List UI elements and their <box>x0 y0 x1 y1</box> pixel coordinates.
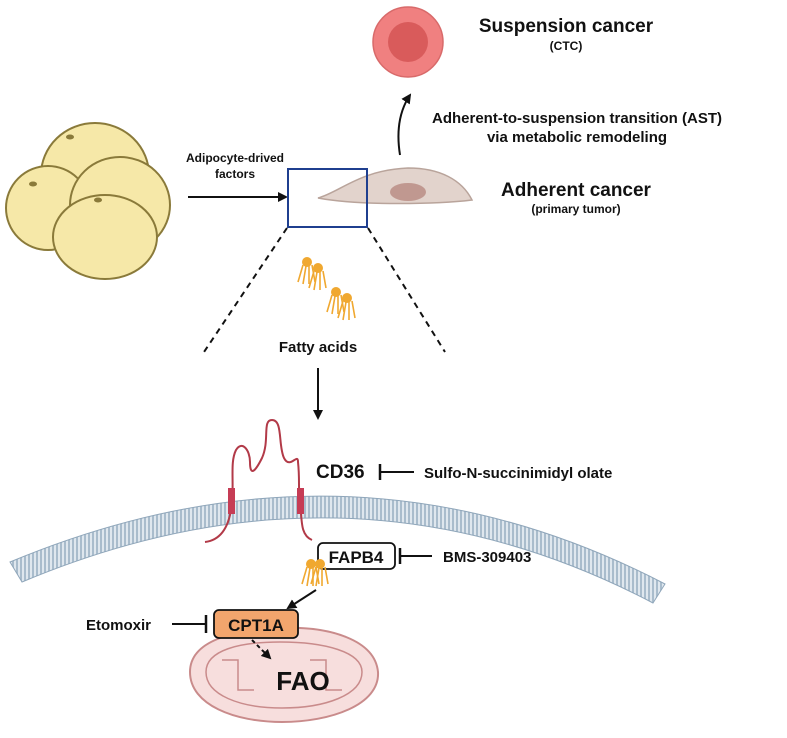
fapb4-box <box>317 542 396 570</box>
adherent-cell <box>317 167 474 205</box>
adherent-title: Adherent cancer <box>501 180 652 201</box>
adipocyte-cluster <box>5 122 171 280</box>
fatty-acids-label: Fatty acids <box>279 339 357 356</box>
cd36-label: CD36 <box>316 462 365 483</box>
fatty-acid-molecules <box>297 256 356 321</box>
cd36-receptor <box>204 418 313 543</box>
cd36-inhibitor-label: Sulfo-N-succinimidyl olate <box>424 465 612 482</box>
adipocyte-factors-line1: Adipocyte-drived <box>186 151 284 165</box>
ast-label-line2: via metabolic remodeling <box>487 129 667 146</box>
adherent-subtitle: (primary tumor) <box>531 202 620 216</box>
cpt1a-label: CPT1A <box>228 616 284 635</box>
fapb4-to-cpt1a-arrow <box>286 589 317 610</box>
ast-label-line1: Adherent-to-suspension transition (AST) <box>432 110 722 127</box>
ast-arrow <box>397 93 412 156</box>
zoom-box <box>287 168 368 228</box>
fapb4-inhibitor-label: BMS-309403 <box>443 549 531 566</box>
cpt1a-inhibitor-label: Etomoxir <box>86 617 151 634</box>
zoom-line-right <box>367 227 446 353</box>
suspension-cell <box>372 6 444 78</box>
cpt1a-box <box>213 609 299 639</box>
adipocyte-factors-line2: factors <box>215 167 255 181</box>
zoom-line-left <box>203 227 288 353</box>
suspension-subtitle: (CTC) <box>550 39 583 53</box>
suspension-title: Suspension cancer <box>479 16 654 37</box>
fapb4-label: FAPB4 <box>329 548 384 567</box>
fao-label: FAO <box>276 666 329 696</box>
bound-fatty-acid <box>301 558 329 587</box>
cpt1a-to-fao-arrow <box>251 639 272 660</box>
